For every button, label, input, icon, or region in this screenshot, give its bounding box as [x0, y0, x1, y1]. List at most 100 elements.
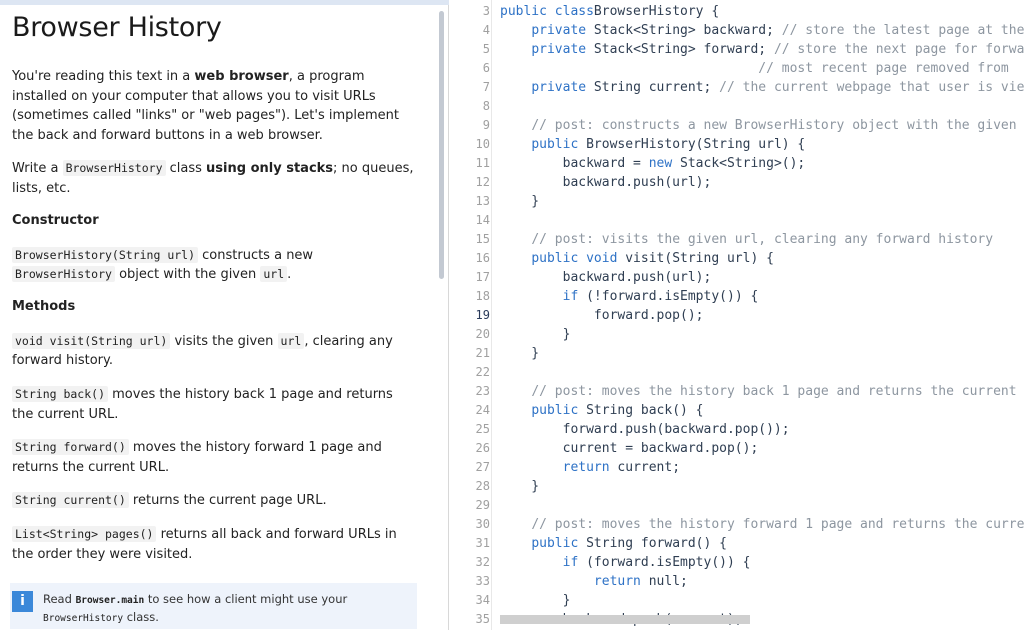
code-token: } — [500, 327, 571, 342]
code-line[interactable]: 13 } — [450, 192, 1024, 211]
keyword-token: public void — [531, 251, 618, 266]
line-number: 13 — [475, 194, 490, 208]
code-line[interactable]: 28 } — [450, 477, 1024, 496]
code-line[interactable]: 29 — [450, 496, 1024, 515]
code-token: (!forward.isEmpty()) { — [578, 289, 759, 304]
code-line[interactable]: 17 backward.push(url); — [450, 268, 1024, 287]
keyword-token: private — [531, 42, 587, 57]
code-token — [500, 460, 563, 475]
code-line[interactable]: 30 // post: moves the history forward 1 … — [450, 515, 1024, 534]
line-number: 30 — [475, 517, 490, 531]
code-line[interactable]: 6 // most recent page removed from — [450, 59, 1024, 78]
code-text: return current; — [500, 458, 680, 477]
info-text: Read Browser.main to see how a client mi… — [43, 591, 413, 627]
keyword-token: if — [562, 289, 579, 304]
code-text: // post: constructs a new BrowserHistory… — [500, 116, 1024, 135]
code-text: current = backward.pop(); — [500, 439, 759, 458]
inline-code: void visit(String url) — [12, 332, 171, 349]
comment-token: // post: moves the history back 1 page a… — [531, 384, 1024, 399]
method-description: List<String> pages() returns all back an… — [12, 525, 418, 564]
text-run: Write a — [12, 161, 63, 177]
code-line[interactable]: 32 if (forward.isEmpty()) { — [450, 553, 1024, 572]
code-line[interactable]: 34 } — [450, 591, 1024, 610]
line-number: 10 — [475, 137, 490, 151]
bold-text: web browser — [194, 69, 289, 84]
code-line[interactable]: 18 if (!forward.isEmpty()) { — [450, 287, 1024, 306]
code-token: BrowserHistory { — [593, 4, 720, 19]
instructions-scrollbar[interactable] — [439, 11, 444, 279]
code-token — [500, 517, 531, 532]
code-line[interactable]: 27 return current; — [450, 458, 1024, 477]
text-run: visits the given — [170, 333, 278, 349]
code-line[interactable]: 20 } — [450, 325, 1024, 344]
code-token: String forward() { — [578, 536, 727, 551]
inline-code: BrowserHistory(String url) — [12, 246, 199, 263]
line-number: 22 — [475, 365, 490, 379]
code-token — [500, 403, 531, 418]
code-token: Stack<String>(); — [672, 156, 806, 171]
code-token: } — [500, 479, 540, 494]
code-token: forward.push(backward.pop()); — [500, 422, 790, 437]
code-text: // most recent page removed from — [500, 59, 1009, 78]
code-line[interactable]: 5 private Stack<String> forward; // stor… — [450, 40, 1024, 59]
code-text: public String back() { — [500, 401, 703, 420]
method-description: String forward() moves the history forwa… — [12, 438, 418, 477]
code-line[interactable]: 21 } — [450, 344, 1024, 363]
code-line[interactable]: 4 private Stack<String> backward; // sto… — [450, 21, 1024, 40]
code-token — [500, 232, 531, 247]
code-token — [500, 23, 531, 38]
code-line[interactable]: 8 — [450, 97, 1024, 116]
code-token: } — [500, 346, 540, 361]
inline-code: String current() — [12, 492, 129, 509]
editor-horizontal-scrollbar[interactable] — [500, 615, 750, 624]
inline-code: url — [260, 266, 288, 283]
line-number: 4 — [482, 23, 490, 37]
code-text: forward.push(backward.pop()); — [500, 420, 790, 439]
code-line[interactable]: 9 // post: constructs a new BrowserHisto… — [450, 116, 1024, 135]
keyword-token: public — [531, 403, 579, 418]
code-line[interactable]: 19 forward.pop(); — [450, 306, 1024, 325]
page-title: Browser History — [12, 12, 222, 43]
code-token: String current; — [586, 80, 720, 95]
code-line[interactable]: 11 backward = new Stack<String>(); — [450, 154, 1024, 173]
code-token — [500, 61, 758, 76]
code-line[interactable]: 23 // post: moves the history back 1 pag… — [450, 382, 1024, 401]
line-number: 35 — [475, 612, 490, 626]
code-line[interactable]: 7 private String current; // the current… — [450, 78, 1024, 97]
line-number: 14 — [475, 213, 490, 227]
code-text: } — [500, 477, 539, 496]
comment-token: // most recent page removed from — [758, 61, 1009, 76]
code-line[interactable]: 15 // post: visits the given url, cleari… — [450, 230, 1024, 249]
keyword-token: new — [648, 156, 673, 171]
task-paragraph: Write a BrowserHistory class using only … — [12, 159, 418, 198]
code-token — [500, 555, 563, 570]
line-number: 32 — [475, 555, 490, 569]
code-text: backward = new Stack<String>(); — [500, 154, 806, 173]
line-number: 11 — [475, 156, 490, 170]
code-line[interactable]: 31 public String forward() { — [450, 534, 1024, 553]
inline-code: BrowserHistory — [43, 613, 124, 624]
instructions-pane[interactable]: Browser History You're reading this text… — [0, 5, 449, 630]
code-line[interactable]: 22 — [450, 363, 1024, 382]
code-line[interactable]: 16 public void visit(String url) { — [450, 249, 1024, 268]
line-number: 29 — [475, 498, 490, 512]
code-token: BrowserHistory(String url) { — [578, 137, 806, 152]
inline-code: BrowserHistory — [62, 160, 166, 177]
code-line[interactable]: 25 forward.push(backward.pop()); — [450, 420, 1024, 439]
code-token — [500, 118, 531, 133]
code-line[interactable]: 10 public BrowserHistory(String url) { — [450, 135, 1024, 154]
code-line[interactable]: 33 return null; — [450, 572, 1024, 591]
code-text: public void visit(String url) { — [500, 249, 774, 268]
text-run: . — [287, 267, 292, 283]
code-text: private String current; // the current w… — [500, 78, 1024, 97]
code-text: if (forward.isEmpty()) { — [500, 553, 751, 572]
code-line[interactable]: 12 backward.push(url); — [450, 173, 1024, 192]
code-text: return null; — [500, 572, 688, 591]
intro-paragraph: You're reading this text in a web browse… — [12, 67, 418, 145]
code-token — [500, 289, 563, 304]
code-line[interactable]: 26 current = backward.pop(); — [450, 439, 1024, 458]
code-line[interactable]: 14 — [450, 211, 1024, 230]
code-line[interactable]: 24 public String back() { — [450, 401, 1024, 420]
